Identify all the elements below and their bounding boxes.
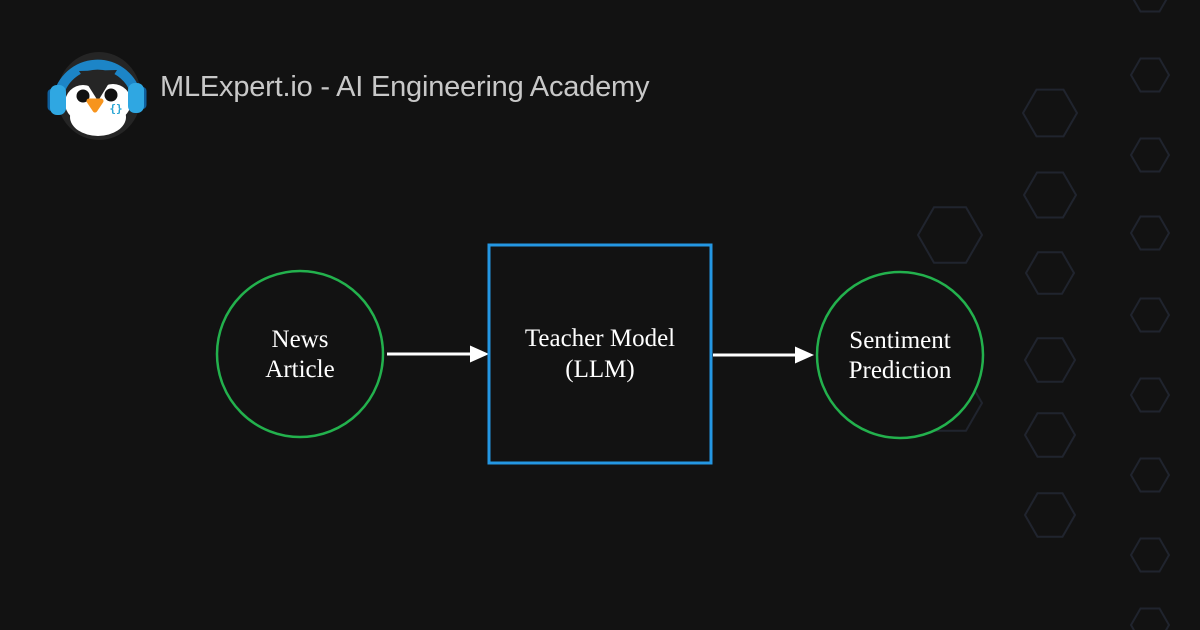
hexagon-outline <box>1023 412 1077 458</box>
hexagon-pattern <box>916 0 1171 630</box>
hexagon-outline <box>1129 537 1171 573</box>
hexagon-outline <box>1024 251 1076 295</box>
node-teacher-model-box <box>487 243 713 465</box>
node-news-article-circle <box>215 269 385 439</box>
hexagon-outline <box>1021 88 1079 138</box>
sentiment-prediction-label-line2: Prediction <box>849 357 952 384</box>
header: {} MLExpert.io - AI Engineering Academy <box>0 0 1200 160</box>
hexagon-outline <box>1023 492 1077 538</box>
headphone-cup-right <box>128 83 144 113</box>
hexagon-outline <box>1132 0 1168 13</box>
mlexpert-penguin-logo-icon: {} <box>47 44 147 144</box>
hexagon-outline <box>1129 457 1171 493</box>
headphone-band <box>53 59 141 103</box>
penguin-eye-left <box>76 89 90 103</box>
news-article-label-line1: News <box>272 326 329 353</box>
sentiment-prediction-label-line1: Sentiment <box>849 327 950 354</box>
code-braces-icon: {} <box>109 102 122 115</box>
teacher-model-label-line2: (LLM) <box>565 356 634 383</box>
edge-news-to-teacher <box>387 345 489 363</box>
arrow-head-icon <box>795 346 814 364</box>
penguin-beak <box>86 98 104 113</box>
hexagon-outline <box>1022 171 1078 219</box>
hexagon-outline <box>1129 377 1171 413</box>
penguin-eye-right <box>104 88 118 102</box>
penguin-headphones-icon: {} <box>47 52 147 140</box>
penguin-widows-peak <box>79 70 117 101</box>
page-title: MLExpert.io - AI Engineering Academy <box>160 71 650 103</box>
teacher-model-label-line1: Teacher Model <box>525 325 675 352</box>
edge-teacher-to-sentiment <box>713 346 814 364</box>
hexagon-outline <box>916 206 984 264</box>
headphone-cup-left <box>50 85 66 115</box>
arrow-head-icon <box>470 345 489 363</box>
hexagon-outline <box>1023 337 1077 383</box>
hexagon-outline <box>1129 607 1171 630</box>
hexagon-outline <box>1129 57 1171 93</box>
penguin-chin <box>70 98 126 136</box>
hexagon-outline <box>1129 297 1171 333</box>
node-sentiment-prediction-circle <box>815 270 985 440</box>
news-article-label-line2: Article <box>265 356 334 383</box>
hexagon-outline <box>1129 215 1171 251</box>
hexagon-outline <box>1129 137 1171 173</box>
